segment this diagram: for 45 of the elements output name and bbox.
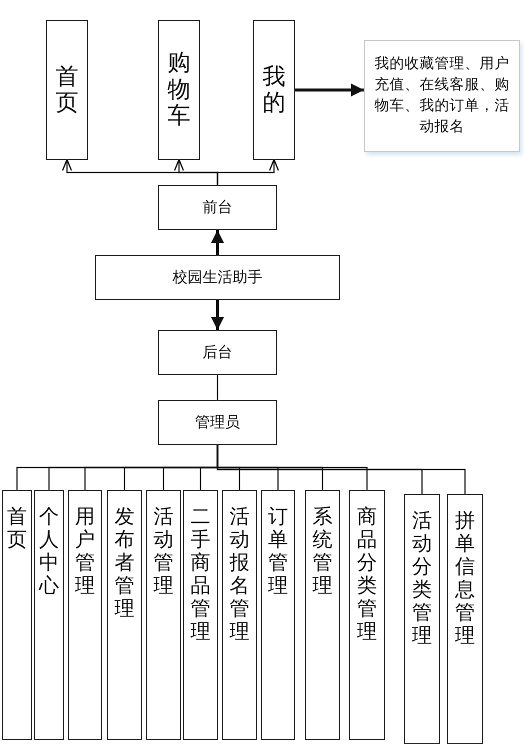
module-box [158,20,200,160]
node-label: 首页 [56,64,78,116]
module-box [68,490,102,740]
module-box [253,20,295,160]
node-label: 商品分类管理 [357,505,377,643]
module-box [34,490,64,740]
module-box [2,490,32,740]
module-box [305,490,340,740]
node-label: 活动分类管理 [412,509,432,647]
arrow [295,84,364,96]
node-label: 系统管理 [312,505,332,597]
node-label: 后台 [202,343,232,362]
module-box [46,20,88,160]
arrow [211,230,224,255]
note-box [364,40,520,152]
node-label: 拼单信息管理 [455,509,475,647]
node-label: 二手商品管理 [190,505,210,643]
node-label: 我的 [262,64,286,116]
node-label: 首页 [7,505,27,551]
module-box [447,494,483,744]
node-label: 个人中心 [39,505,59,597]
process-box [158,330,277,375]
node-label: 我的收藏管理、用户充值、在线客服、购物车、我的订单，活动报名 [374,54,510,138]
module-box [261,490,295,740]
process-box [158,400,277,445]
node-label: 活动报名管理 [230,505,250,643]
module-box [404,494,440,744]
process-box [158,185,277,230]
node-label: 订单管理 [268,505,288,597]
process-box [95,255,340,300]
module-box [146,490,181,740]
module-box [222,490,257,740]
arrow [211,300,224,330]
node-label: 发布者管理 [114,505,134,620]
node-label: 前台 [202,198,232,217]
arrow [216,158,280,185]
node-label: 活动管理 [154,505,174,597]
node-label: 用户管理 [75,505,95,597]
module-box [183,490,218,740]
node-label: 购物车 [168,50,190,130]
module-box [107,490,142,740]
connector-line [216,375,218,400]
module-box [349,490,385,740]
node-label: 管理员 [195,413,240,432]
node-label: 校园生活助手 [172,268,262,287]
